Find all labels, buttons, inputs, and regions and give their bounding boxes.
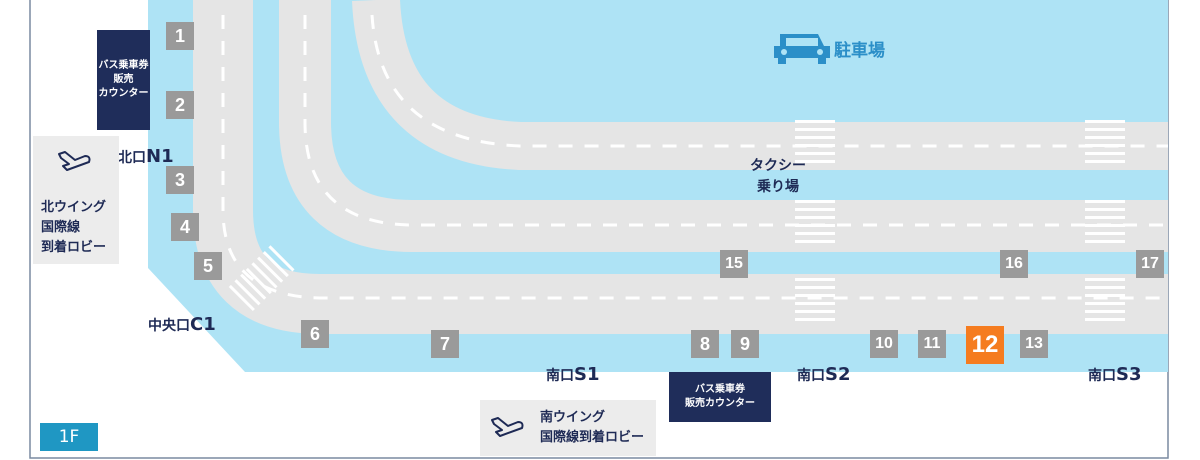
bus-stop-11[interactable]: 11 [918, 330, 946, 358]
bus-stop-9[interactable]: 9 [731, 330, 759, 358]
south-wing-line2: 国際線到着ロビー [540, 430, 645, 445]
crosswalks [228, 120, 1125, 321]
bus-stop-3[interactable]: 3 [166, 166, 194, 194]
lane-markings [221, 14, 1168, 300]
exit-north-code: N1 [146, 146, 174, 167]
north-wing-line3: 到着ロビー [41, 240, 107, 255]
bus-stop-2[interactable]: 2 [166, 91, 194, 119]
exit-center-prefix: 中央口 [148, 318, 190, 334]
parking-label: 駐車場 [834, 41, 885, 61]
airplane-arrival-icon [491, 417, 524, 437]
taxi-stand-label: タクシー 乗り場 [750, 156, 806, 198]
counter-south-line2: 販売カウンター [685, 398, 755, 409]
bus-stop-1[interactable]: 1 [166, 22, 194, 50]
exit-s2-prefix: 南口 [797, 368, 825, 384]
bus-stop-5[interactable]: 5 [194, 252, 222, 280]
counter-north-line3: カウンター [98, 88, 149, 99]
south-wing-arrivals: 南ウイング 国際線到着ロビー [480, 400, 656, 456]
exit-s3-prefix: 南口 [1088, 368, 1116, 384]
bus-stop-15[interactable]: 15 [720, 250, 748, 278]
bus-stop-16[interactable]: 16 [1000, 250, 1028, 278]
ticket-counter-south: バス乗車券 販売カウンター [669, 372, 771, 422]
bus-stop-4[interactable]: 4 [171, 213, 199, 241]
exit-s2-code: S2 [825, 364, 851, 385]
taxi-line2: 乗り場 [757, 179, 799, 195]
exit-south-s1: 南口S1 [546, 364, 600, 385]
bus-stop-12-highlighted[interactable]: 12 [966, 326, 1004, 364]
crosswalk-diagonal [228, 245, 295, 312]
north-wing-line2: 国際線 [41, 220, 81, 235]
counter-north-line2: 販売 [113, 74, 134, 85]
lane-outer [221, 15, 1168, 300]
counter-north-line1: バス乗車券 [98, 60, 149, 71]
ticket-counter-north: バス乗車券 販売 カウンター [97, 30, 150, 130]
bus-stop-6[interactable]: 6 [301, 320, 329, 348]
road-inner [352, 0, 1168, 170]
lane-middle [303, 15, 1168, 227]
bus-stop-10[interactable]: 10 [870, 330, 898, 358]
exit-north-n1: 北口N1 [118, 146, 174, 167]
bus-stop-7[interactable]: 7 [431, 330, 459, 358]
exit-south-s2: 南口S2 [797, 364, 851, 385]
exit-center-c1: 中央口C1 [148, 314, 216, 335]
crosswalk-a [795, 120, 835, 321]
airplane-arrival-icon [58, 151, 91, 171]
car-icon [774, 34, 830, 64]
bus-stop-8[interactable]: 8 [691, 330, 719, 358]
north-wing-arrivals: 北ウイング 国際線 到着ロビー [33, 136, 119, 264]
exit-south-s3: 南口S3 [1088, 364, 1142, 385]
south-wing-line1: 南ウイング [540, 410, 606, 425]
exit-north-prefix: 北口 [118, 150, 146, 166]
counter-south-line1: バス乗車券 [695, 384, 745, 395]
exit-s1-code: S1 [574, 364, 600, 385]
bus-stop-17[interactable]: 17 [1136, 250, 1164, 278]
lane-inner [370, 14, 1168, 148]
taxi-line1: タクシー [750, 158, 806, 174]
exit-s1-prefix: 南口 [546, 368, 574, 384]
north-wing-line1: 北ウイング [41, 200, 107, 215]
floor-badge: 1F [40, 423, 98, 451]
exit-center-code: C1 [190, 314, 216, 335]
crosswalk-b [1085, 120, 1125, 321]
bus-stop-13[interactable]: 13 [1020, 330, 1048, 358]
exit-s3-code: S3 [1116, 364, 1142, 385]
